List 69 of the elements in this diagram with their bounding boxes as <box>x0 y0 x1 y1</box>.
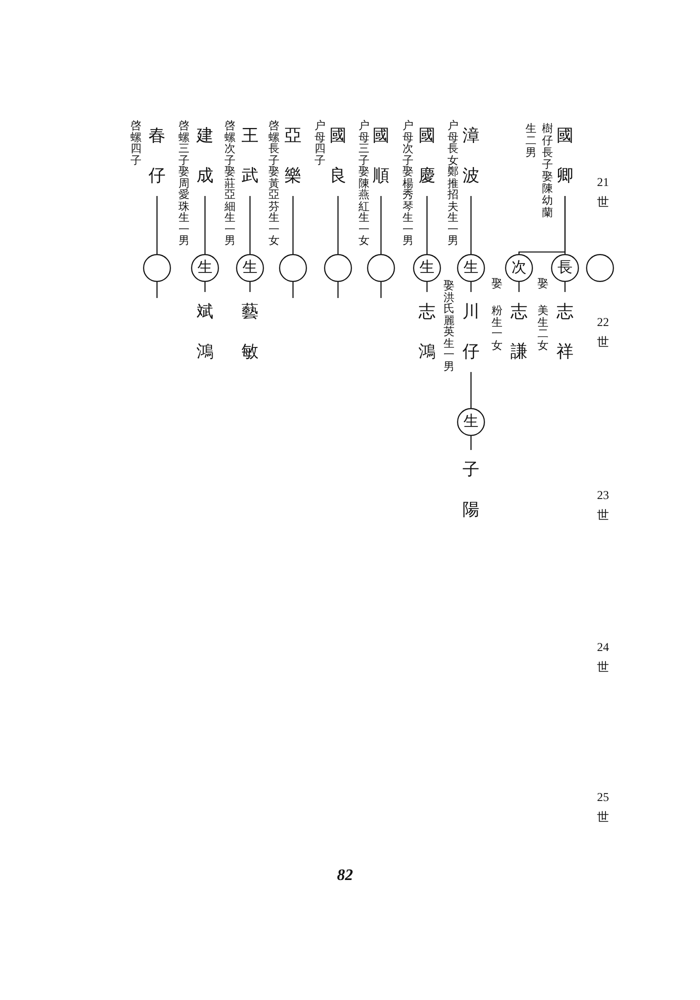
generation-label: 23世 <box>596 487 610 524</box>
connector-line <box>249 282 251 292</box>
person-name: 建成 <box>196 116 214 196</box>
generation-label: 24世 <box>596 639 610 676</box>
generation-label: 21世 <box>596 174 610 211</box>
person-name: 川仔 <box>462 292 480 372</box>
empty-circle <box>279 254 307 282</box>
generation-label: 22世 <box>596 314 610 351</box>
connector-line <box>426 196 428 254</box>
ring-marker: 生 <box>191 254 219 282</box>
note-text: 啓螺長子娶黃亞芬生一女 <box>268 121 280 248</box>
person-name: 漳波 <box>462 116 480 196</box>
note-text: 啓螺三子娶周愛珠生一男 <box>178 121 190 248</box>
connector-line <box>292 282 294 298</box>
note-text: 美生二女 <box>538 306 548 352</box>
ring-marker: 長 <box>551 254 579 282</box>
note-text: 户母四子 <box>314 121 326 167</box>
person-name: 志謙 <box>510 292 528 372</box>
connector-line <box>204 196 206 254</box>
connector-line <box>518 196 566 254</box>
note-text: 啓螺次子娶莊亞細生一男 <box>224 121 236 248</box>
person-name: 王武 <box>242 116 258 196</box>
empty-circle <box>324 254 352 282</box>
connector-line <box>337 282 339 298</box>
person-name: 國順 <box>372 116 390 196</box>
note-text: 啓螺四子 <box>130 121 142 167</box>
ring-marker: 次 <box>505 254 533 282</box>
person-name: 志鴻 <box>418 292 436 372</box>
connector-line <box>380 282 382 298</box>
person-name: 藝敏 <box>242 292 258 372</box>
generation-label: 25世 <box>596 789 610 826</box>
note-text: 娶 <box>538 279 548 290</box>
ring-marker: 生 <box>457 408 485 436</box>
note-text: 户母次子娶楊秀琴生一男 <box>402 121 414 248</box>
connector-line <box>156 196 158 254</box>
connector-line <box>426 282 428 292</box>
note-text: 户母長女鄭推招夫生一男 <box>448 121 458 248</box>
connector-line <box>470 196 472 254</box>
note-text: 樹仔長子娶陳幼蘭生二男 <box>525 123 553 219</box>
connector-line <box>470 282 472 292</box>
person-name: 國良 <box>330 116 346 196</box>
person-name: 子陽 <box>462 450 480 530</box>
ring-marker: 生 <box>413 254 441 282</box>
note-text: 娶 <box>492 279 502 290</box>
ring-marker: 生 <box>236 254 264 282</box>
note-text: 户母三子娶陳燕紅生一女 <box>358 121 370 248</box>
empty-circle <box>367 254 395 282</box>
note-text: 娶洪氏麗英生一男 <box>444 281 454 373</box>
connector-line <box>564 282 566 292</box>
connector-line <box>156 282 158 298</box>
page-number: 82 <box>337 866 353 886</box>
connector-line <box>337 196 339 254</box>
note-text: 粉生一女 <box>492 306 502 352</box>
person-name: 亞樂 <box>284 116 302 196</box>
person-name: 國卿 <box>556 116 574 196</box>
connector-line <box>292 196 294 254</box>
empty-circle <box>143 254 171 282</box>
connector-line <box>249 196 251 254</box>
person-name: 國慶 <box>418 116 436 196</box>
person-name: 斌鴻 <box>196 292 214 372</box>
ring-marker: 生 <box>457 254 485 282</box>
person-name: 春仔 <box>148 116 166 196</box>
connector-line <box>470 436 472 450</box>
person-name: 志祥 <box>556 292 574 372</box>
connector-line <box>380 196 382 254</box>
empty-circle <box>586 254 614 282</box>
connector-line <box>518 282 520 292</box>
connector-line <box>204 282 206 292</box>
connector-line <box>470 372 472 408</box>
